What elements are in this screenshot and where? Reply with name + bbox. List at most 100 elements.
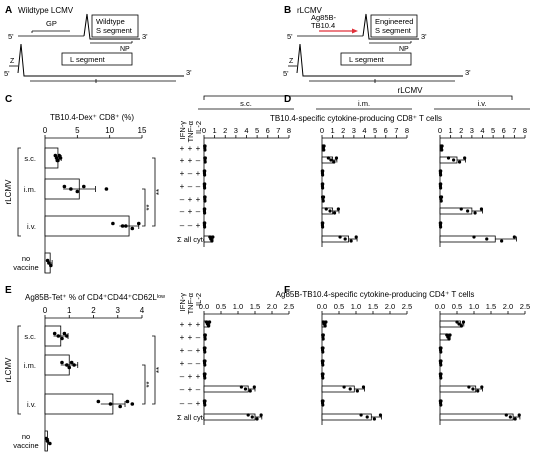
data-point [118, 404, 122, 409]
data-point [67, 365, 72, 370]
panel-b-title: rLCMV [297, 6, 323, 15]
s-segment-hairpin [83, 13, 140, 40]
combo-sign: + [196, 399, 201, 408]
x-tick-label: 0 [438, 126, 442, 135]
combo-sign: + [180, 320, 185, 329]
data-point [56, 334, 61, 338]
data-point [321, 363, 325, 367]
combo-sign: – [196, 333, 201, 342]
x-tick-label: 1.5 [486, 302, 496, 311]
data-point [206, 324, 211, 328]
data-point [72, 363, 76, 367]
data-point [500, 239, 504, 243]
data-point [365, 415, 369, 419]
data-point [321, 169, 325, 173]
combo-sign: + [180, 156, 185, 165]
cytokine-header: TNF-α [186, 292, 195, 314]
data-point [203, 199, 207, 203]
combo-sign: – [188, 169, 193, 178]
data-point [111, 221, 115, 226]
combo-sign: – [180, 221, 185, 230]
data-point [321, 221, 325, 225]
group-label-no: no [22, 432, 30, 441]
combo-sign: + [188, 385, 193, 394]
data-point [203, 156, 207, 160]
l-three-prime: 3' [186, 68, 192, 77]
l-segment-hairpin [296, 43, 463, 77]
sum-label: Σ all cytok. [177, 235, 213, 244]
combo-sign: + [180, 333, 185, 342]
data-point [439, 399, 443, 403]
panel-a-title: Wildtype LCMV [18, 6, 74, 15]
x-tick-label: 5 [255, 126, 259, 135]
data-point [202, 173, 207, 177]
s-segment-hairpin [362, 13, 419, 40]
x-tick-label: 0 [202, 126, 206, 135]
x-tick-label: 0 [43, 306, 48, 315]
x-tick-label: 0.0 [317, 302, 327, 311]
x-tick-label: 1 [331, 126, 335, 135]
data-point [248, 389, 252, 393]
data-point [321, 182, 325, 186]
x-tick-label: 2 [91, 306, 96, 315]
rlcmv-bracket [203, 95, 513, 100]
data-point [476, 389, 480, 393]
significance-stars: ** [155, 367, 164, 373]
combo-sign: + [196, 221, 201, 230]
data-point [485, 237, 489, 241]
data-point [321, 333, 325, 337]
x-tick-label: 1.0 [469, 302, 479, 311]
data-point [457, 322, 461, 326]
x-tick-label: 0.0 [199, 302, 209, 311]
data-point [203, 221, 207, 225]
combo-sign: + [188, 195, 193, 204]
data-point [472, 235, 476, 239]
data-point [108, 402, 113, 406]
data-point [69, 360, 74, 365]
x-tick-label: 0.5 [452, 302, 462, 311]
group-label: i.m. [24, 361, 36, 370]
data-point [359, 413, 363, 417]
data-point [439, 182, 443, 186]
combo-sign: + [188, 333, 193, 342]
data-point [252, 385, 256, 389]
data-point [202, 186, 207, 190]
s-segment-box [370, 14, 418, 38]
combo-sign: + [196, 346, 201, 355]
data-point [455, 320, 459, 324]
data-point [324, 320, 328, 324]
cytokine-header: TNF-α [186, 120, 195, 142]
x-tick-label: 3 [234, 126, 238, 135]
data-point [203, 376, 207, 380]
x-tick-label: 6 [384, 126, 388, 135]
data-point [321, 376, 325, 380]
data-point [49, 263, 53, 268]
data-point [440, 148, 444, 152]
data-point [439, 372, 443, 376]
data-point [446, 156, 451, 160]
data-point [58, 156, 63, 160]
data-point [336, 207, 340, 211]
data-point [348, 387, 352, 391]
data-point [461, 320, 466, 324]
data-point [321, 346, 325, 350]
data-point [60, 360, 64, 365]
x-tick-label: 0.5 [334, 302, 344, 311]
group-label-vaccine: vaccine [13, 263, 38, 272]
data-point [203, 169, 207, 173]
data-point [320, 225, 325, 229]
x-tick-label: 3 [352, 126, 356, 135]
data-point [439, 403, 443, 407]
data-point [65, 334, 69, 338]
data-point [328, 209, 332, 213]
data-point [439, 199, 443, 203]
data-point [466, 209, 470, 213]
panel-letter-b: B [284, 5, 291, 16]
panel-letter-e: E [5, 285, 12, 296]
data-point [55, 158, 60, 163]
data-point [211, 235, 215, 239]
data-point [321, 403, 325, 407]
group-label: i.m. [24, 185, 36, 194]
data-point [120, 224, 125, 228]
combo-sign: – [196, 207, 201, 216]
